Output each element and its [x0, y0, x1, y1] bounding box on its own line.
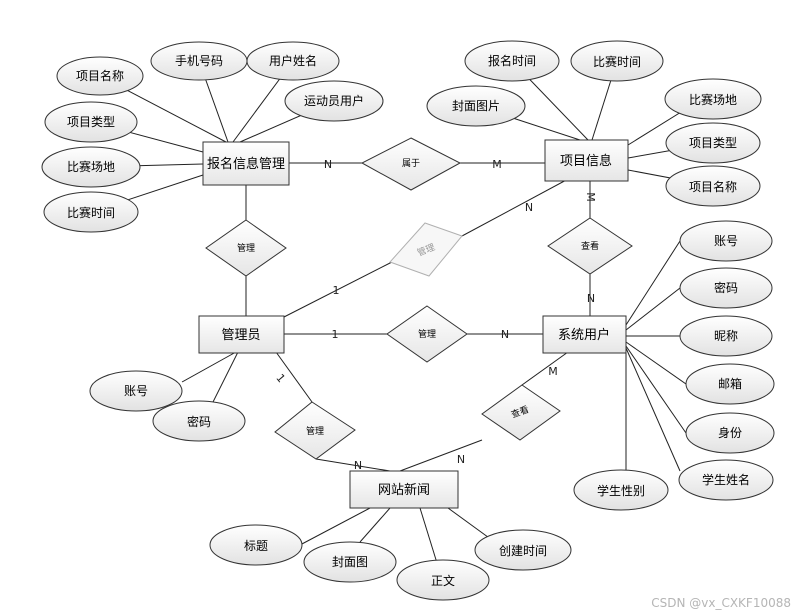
relationship-belongs-label: 属于: [402, 158, 420, 169]
cardinality-proj-belongs: M: [492, 158, 502, 171]
attribute-proj-name-label: 项目名称: [689, 179, 737, 194]
attribute-user-account-label: 账号: [714, 234, 738, 248]
entity-project-label: 项目信息: [560, 153, 612, 169]
attribute-reg-project-type-label: 项目类型: [67, 115, 115, 129]
attribute-user-email: 邮箱: [685, 363, 775, 405]
cardinality-user-manage: N: [501, 328, 509, 341]
attribute-user-account: 账号: [679, 220, 773, 262]
entity-project: 项目信息: [544, 139, 629, 182]
attribute-proj-match-time-label: 比赛时间: [593, 54, 641, 69]
relationship-view-news: 查看: [481, 384, 561, 441]
relationship-manage-user-label: 管理: [418, 328, 436, 340]
attribute-reg-user-name-label: 用户姓名: [269, 53, 317, 68]
attribute-reg-project-name: 项目名称: [56, 56, 144, 96]
cardinality-labels: N M N 1 M N 1 N 1 N N M: [273, 158, 597, 472]
cardinality-user-view-proj: N: [587, 292, 595, 305]
entity-user-label: 系统用户: [558, 327, 610, 343]
relationship-belongs: 属于: [360, 137, 462, 191]
attribute-news-body: 正文: [396, 559, 490, 601]
relationship-manage-user: 管理: [386, 305, 468, 363]
entity-news: 网站新闻: [349, 470, 459, 509]
attribute-user-identity: 身份: [685, 412, 775, 454]
attribute-user-nickname: 昵称: [679, 315, 773, 357]
cardinality-news-view: N: [457, 453, 465, 466]
cardinality-admin-manage-news: 1: [273, 371, 287, 385]
attribute-admin-password: 密码: [152, 400, 246, 442]
entity-user: 系统用户: [542, 315, 627, 354]
attribute-reg-athlete-user-label: 运动员用户: [304, 93, 364, 108]
attribute-reg-phone-label: 手机号码: [175, 54, 223, 68]
attribute-user-password: 密码: [679, 267, 773, 309]
attribute-reg-match-time: 比赛时间: [43, 191, 139, 233]
attribute-proj-venue: 比赛场地: [664, 78, 762, 120]
relationship-manage-news: 管理: [274, 401, 356, 460]
attribute-proj-type-label: 项目类型: [689, 136, 737, 150]
attribute-proj-name: 项目名称: [665, 165, 761, 207]
attribute-news-body-label: 正文: [431, 573, 455, 588]
attribute-reg-user-name: 用户姓名: [246, 41, 340, 81]
attribute-reg-match-time-label: 比赛时间: [67, 205, 115, 220]
entity-admin: 管理员: [198, 315, 285, 354]
attribute-news-created: 创建时间: [474, 529, 572, 571]
attribute-proj-signup-time-label: 报名时间: [488, 53, 536, 68]
cardinality-admin-manage-proj: 1: [333, 284, 340, 297]
relationship-manage-project: 管理: [389, 222, 463, 277]
attribute-admin-password-label: 密码: [187, 414, 211, 429]
attribute-reg-venue: 比赛场地: [41, 146, 141, 188]
attribute-admin-account-label: 账号: [124, 384, 148, 398]
cardinality-user-view-news: M: [548, 365, 558, 378]
attribute-proj-match-time: 比赛时间: [570, 40, 664, 82]
entity-registration-label: 报名信息管理: [207, 156, 285, 172]
cardinality-news-manage: N: [354, 459, 362, 472]
attribute-proj-cover-label: 封面图片: [452, 99, 500, 113]
cardinality-proj-manage: N: [525, 201, 533, 214]
cardinality-reg-belongs: N: [324, 158, 332, 171]
relationship-manage-news-label: 管理: [306, 425, 324, 437]
attribute-user-student-name: 学生姓名: [678, 459, 774, 501]
attribute-proj-type: 项目类型: [665, 122, 761, 164]
attribute-user-password-label: 密码: [714, 280, 738, 295]
attribute-reg-athlete-user: 运动员用户: [284, 80, 384, 122]
cardinality-admin-manage-user: 1: [332, 328, 339, 341]
cardinality-proj-view: M: [584, 192, 597, 202]
attribute-reg-project-type: 项目类型: [44, 101, 138, 143]
attribute-user-nickname-label: 昵称: [714, 329, 738, 343]
relationship-manage-registration-label: 管理: [237, 242, 255, 254]
relationship-manage-registration: 管理: [205, 219, 287, 277]
attribute-user-email-label: 邮箱: [718, 376, 742, 391]
attribute-news-title-label: 标题: [244, 539, 268, 553]
watermark: CSDN @vx_CXKF10088: [651, 596, 791, 610]
attribute-news-cover-label: 封面图: [332, 555, 368, 569]
entity-admin-label: 管理员: [221, 328, 260, 343]
attribute-reg-phone: 手机号码: [150, 41, 248, 81]
attribute-admin-account: 账号: [89, 370, 183, 412]
attribute-proj-venue-label: 比赛场地: [689, 92, 737, 107]
attribute-user-identity-label: 身份: [718, 425, 742, 440]
relationship-view-project: 查看: [547, 217, 633, 275]
attribute-reg-project-name-label: 项目名称: [76, 68, 124, 83]
attribute-user-gender: 学生性别: [573, 469, 669, 511]
attribute-reg-venue-label: 比赛场地: [67, 159, 115, 174]
attribute-proj-cover: 封面图片: [426, 85, 526, 127]
attribute-news-cover: 封面图: [303, 541, 397, 583]
entity-news-label: 网站新闻: [378, 482, 430, 498]
attribute-proj-signup-time: 报名时间: [464, 40, 560, 82]
attribute-user-student-name-label: 学生姓名: [702, 472, 750, 487]
relationship-view-project-label: 查看: [581, 240, 599, 252]
attribute-user-gender-label: 学生性别: [597, 483, 645, 498]
attribute-news-created-label: 创建时间: [499, 544, 547, 558]
attribute-news-title: 标题: [209, 524, 303, 566]
entity-registration: 报名信息管理: [202, 141, 290, 186]
